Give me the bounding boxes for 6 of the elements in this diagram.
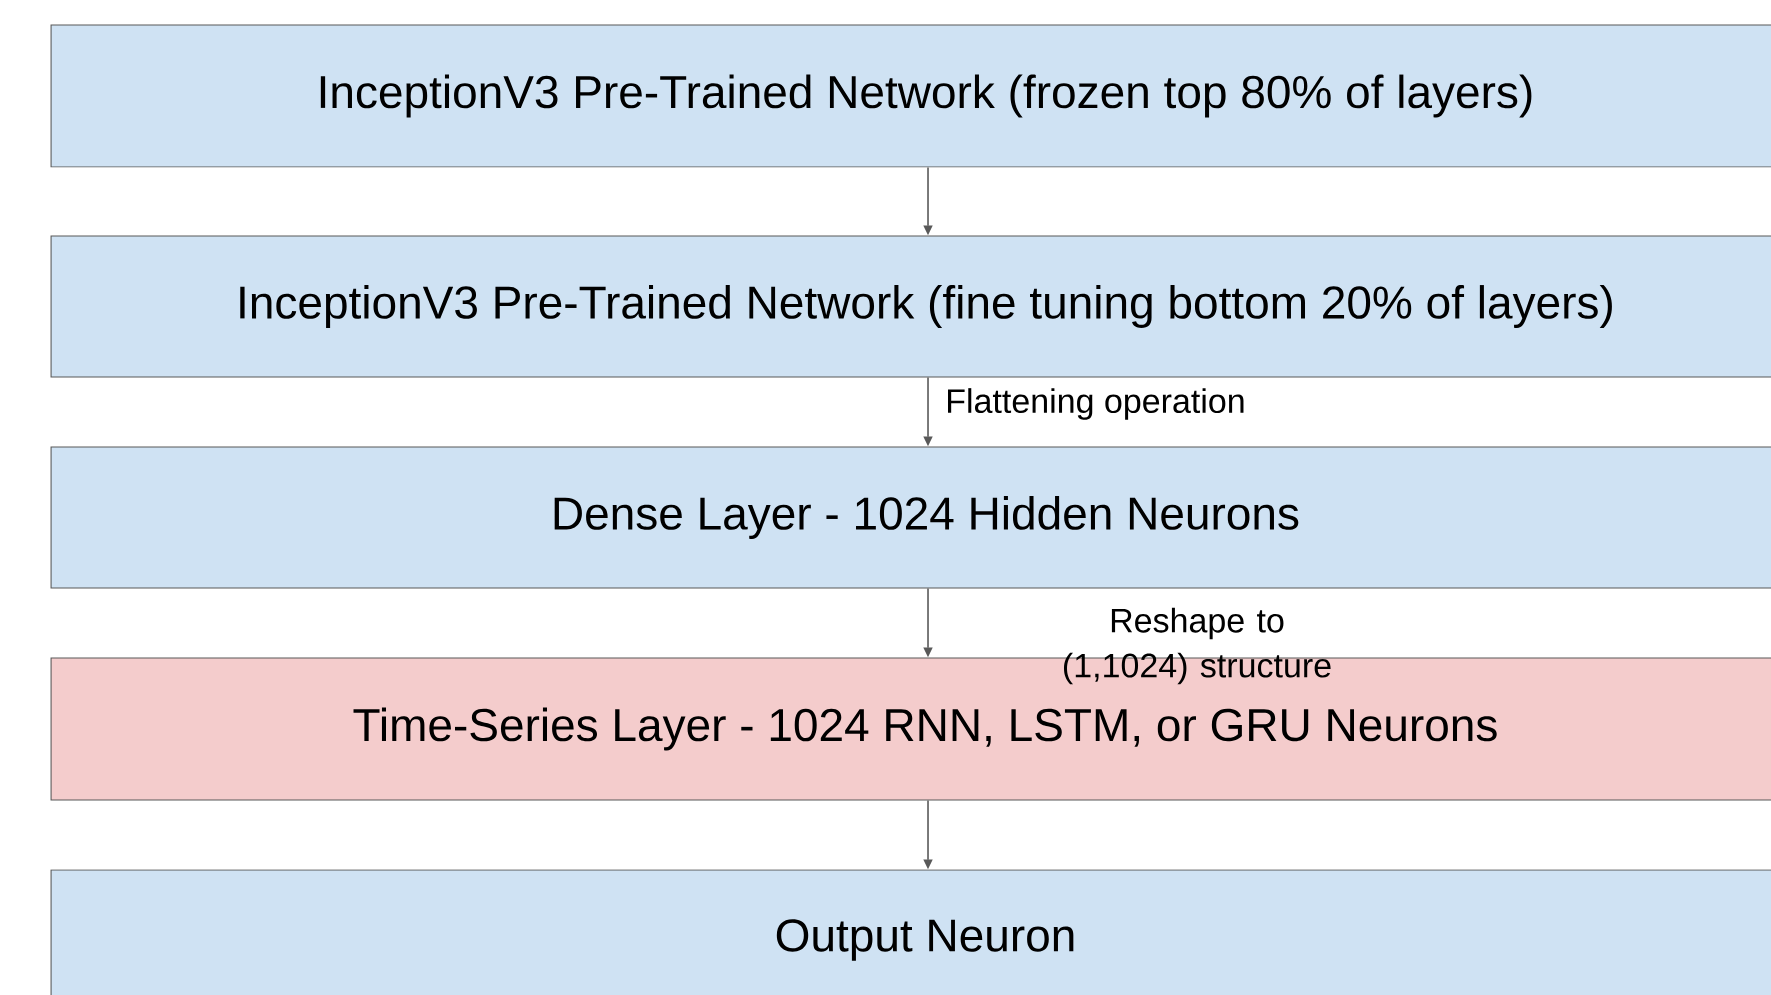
layer-box: InceptionV3 Pre-Trained Network (frozen top 80% of layers) [50,24,1771,168]
layer-box: Output Neuron [50,869,1771,995]
layer-box: Dense Layer - 1024 Hidden Neurons [50,446,1771,589]
layer-box: InceptionV3 Pre-Trained Network (fine tuning bottom 20% of layers) [50,235,1771,378]
edge-label: Reshape to (1,1024) structure [1064,607,1331,685]
edge-label: Flattening operation [948,388,1244,420]
